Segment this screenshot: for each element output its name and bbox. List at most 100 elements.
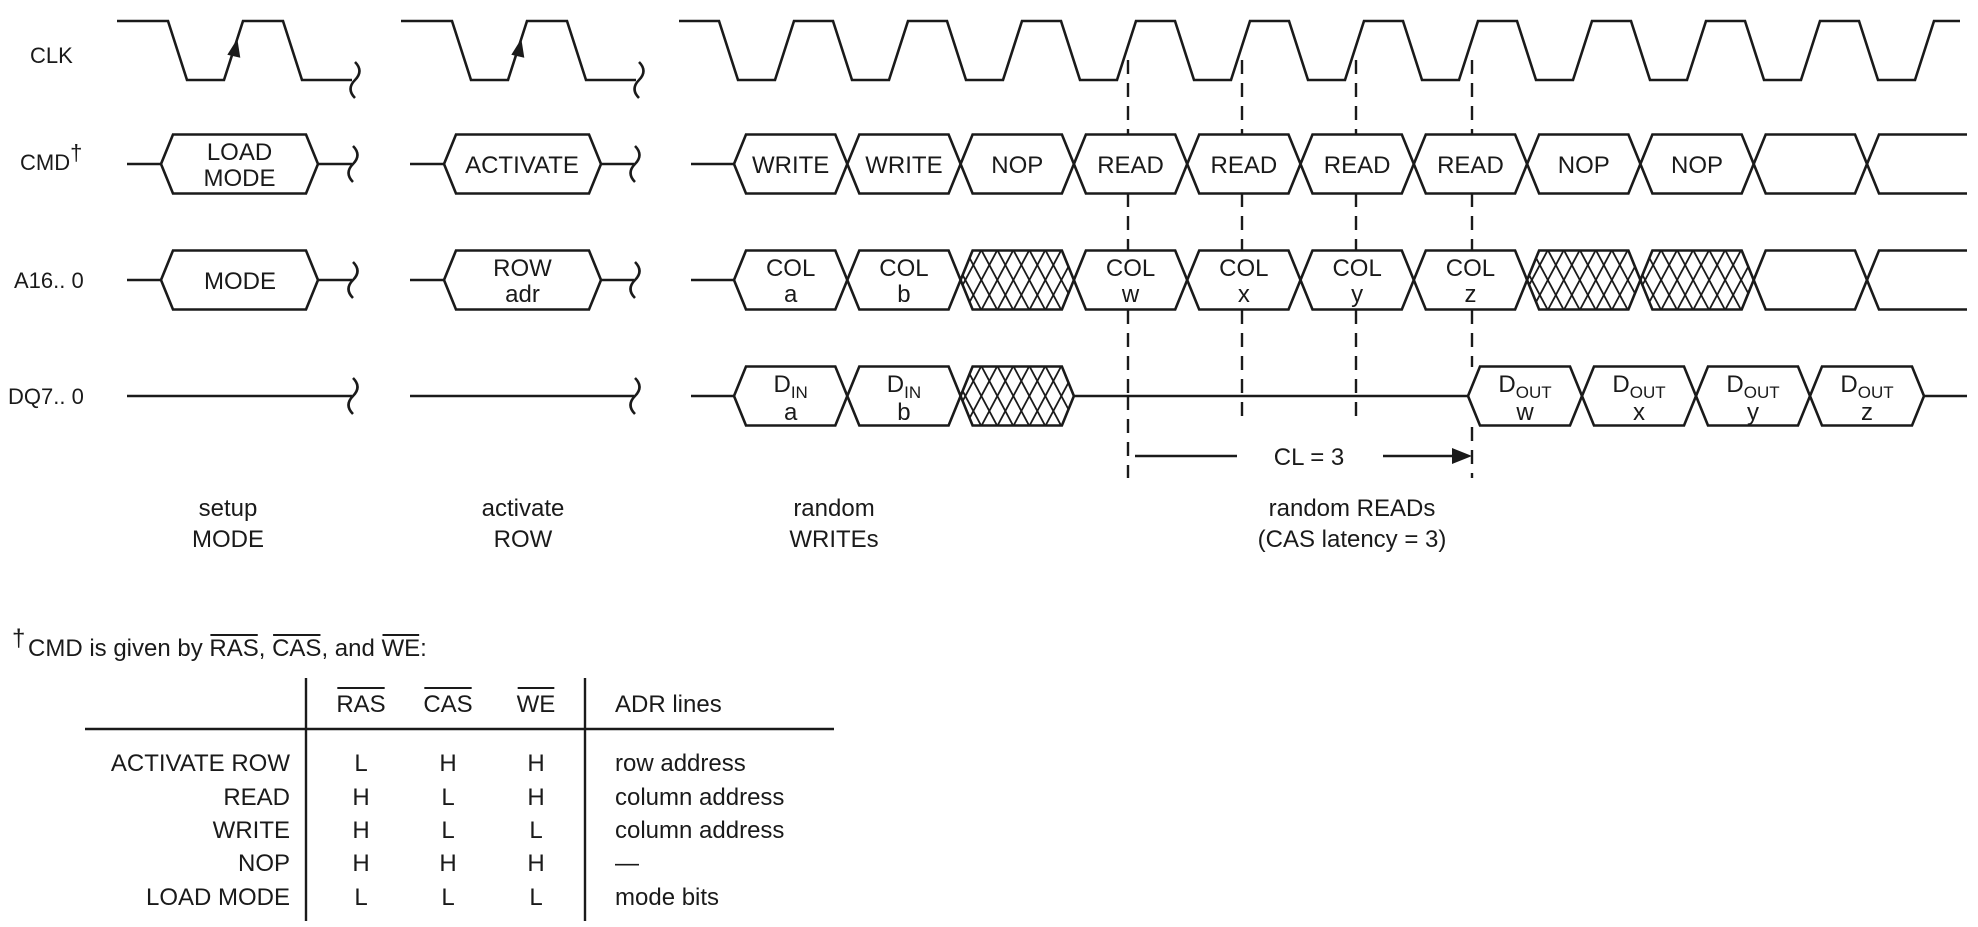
setup-cmd-break-squiggle-icon (347, 145, 359, 183)
setup-cmd-text-top: LOAD (207, 139, 272, 166)
row-command: ACTIVATE ROW (111, 750, 290, 777)
hatch-line (964, 366, 998, 426)
hatch-line (1708, 250, 1742, 310)
dq-out-text-bottom: z (1861, 399, 1873, 426)
setup-dq-break-squiggle-icon (347, 377, 359, 415)
d-letter: D (1498, 371, 1515, 398)
setup-cmd-text-bottom: MODE (204, 165, 276, 192)
hatch-line (1531, 250, 1565, 310)
addr-cell-text-top: COL (1332, 255, 1381, 282)
addr-cell-text-top: COL (766, 255, 815, 282)
hatch-line (1692, 250, 1726, 310)
cmd-cell-text: NOP (991, 152, 1043, 179)
footnote-text: CMD is given by RAS, CAS, and WE: (28, 635, 427, 662)
hatch-line (1597, 251, 1628, 310)
footnote: † CMD is given by RAS, CAS, and WE: (12, 625, 427, 662)
row-ras: H (352, 784, 369, 811)
dq-in-text-main: DIN (773, 371, 807, 402)
d-subscript: IN (791, 383, 808, 402)
row-cas: H (439, 750, 456, 777)
footnote-sep2: , and (321, 635, 381, 662)
addr-cell-hatched-pattern (960, 250, 1074, 310)
activate-dq-break-squiggle-icon (629, 377, 641, 415)
phase-setup-line2: MODE (192, 526, 264, 553)
hatch-line (1581, 251, 1612, 310)
cas-latency-annotation: CL = 3 (1135, 444, 1472, 471)
footnote-cas: CAS (272, 635, 321, 662)
hatch-line (1660, 251, 1691, 310)
d-subscript: OUT (1516, 383, 1552, 402)
addr-cell-text-top: COL (879, 255, 928, 282)
phase-activate-line1: activate (482, 495, 565, 522)
addr-cell-text-bottom: y (1351, 281, 1363, 308)
header-ras: RAS (336, 691, 385, 718)
row-cas: L (441, 817, 454, 844)
cmd-cell (1752, 133, 1869, 195)
hatch-line (960, 366, 982, 426)
d-subscript: OUT (1630, 383, 1666, 402)
row-we: H (527, 750, 544, 777)
phase-writes-line2: WRITEs (789, 526, 878, 553)
addr-cell-text-top: COL (1106, 255, 1155, 282)
dq-out-text-bottom: y (1747, 399, 1759, 426)
footnote-ras: RAS (209, 635, 258, 662)
hatch-line (1676, 250, 1710, 310)
signal-labels: CLK CMD† A16.. 0 DQ7.. 0 (8, 43, 84, 409)
cmd-cell-text: NOP (1558, 152, 1610, 179)
row-adr: column address (615, 784, 784, 811)
d-letter: D (1840, 371, 1857, 398)
rising-edge-arrow-icon (227, 38, 241, 58)
hatch-line (1676, 251, 1707, 310)
row-ras: L (354, 750, 367, 777)
hatch-line (1692, 251, 1723, 310)
addr-cell-text-bottom: z (1464, 281, 1476, 308)
hatch-line (1660, 251, 1691, 310)
hatch-line (1676, 251, 1707, 310)
latency-label: CL = 3 (1274, 444, 1345, 471)
d-letter: D (1726, 371, 1743, 398)
row-adr: row address (615, 750, 746, 777)
hatch-line (1012, 366, 1046, 426)
hatch-line (996, 366, 1030, 426)
cmd-cell-text: READ (1324, 152, 1391, 179)
footnote-suffix: : (420, 635, 427, 662)
phase-writes-line1: random (793, 495, 874, 522)
row-adr: — (615, 850, 639, 877)
cmd-cell-open (1865, 133, 1967, 195)
row-ras: L (354, 884, 367, 911)
dq-in-text-bottom: a (784, 399, 798, 426)
row-command: WRITE (213, 817, 290, 844)
activate-addr-text-bottom: adr (505, 281, 540, 308)
addr-label: A16.. 0 (14, 268, 84, 293)
hatch-line (960, 250, 982, 310)
row-adr: column address (615, 817, 784, 844)
addr-cell-open (1865, 249, 1967, 311)
phase-activate-line2: ROW (494, 526, 553, 553)
table-header: RAS CAS WE ADR lines (336, 687, 722, 718)
d-letter: D (773, 371, 790, 398)
dq-label: DQ7.. 0 (8, 384, 84, 409)
row-cas: H (439, 850, 456, 877)
row-command: NOP (238, 850, 290, 877)
hatch-line (980, 250, 1014, 310)
row-cas: L (441, 784, 454, 811)
phase-labels: setup MODE activate ROW random WRITEs ra… (192, 495, 1446, 553)
d-subscript: IN (904, 383, 921, 402)
header-adr-lines: ADR lines (615, 691, 722, 718)
latency-arrowhead-icon (1452, 448, 1472, 464)
hatch-line (1527, 250, 1549, 310)
dq-out-text-bottom: w (1515, 399, 1534, 426)
row-we: H (527, 850, 544, 877)
cmd-cell-text: READ (1437, 152, 1504, 179)
dq-out-text-main: DOUT (1840, 371, 1893, 402)
clk-main-waveform (679, 19, 1960, 82)
rising-edge-arrow-icon (511, 38, 525, 58)
row-command: READ (223, 784, 290, 811)
footnote-we: WE (382, 635, 421, 662)
